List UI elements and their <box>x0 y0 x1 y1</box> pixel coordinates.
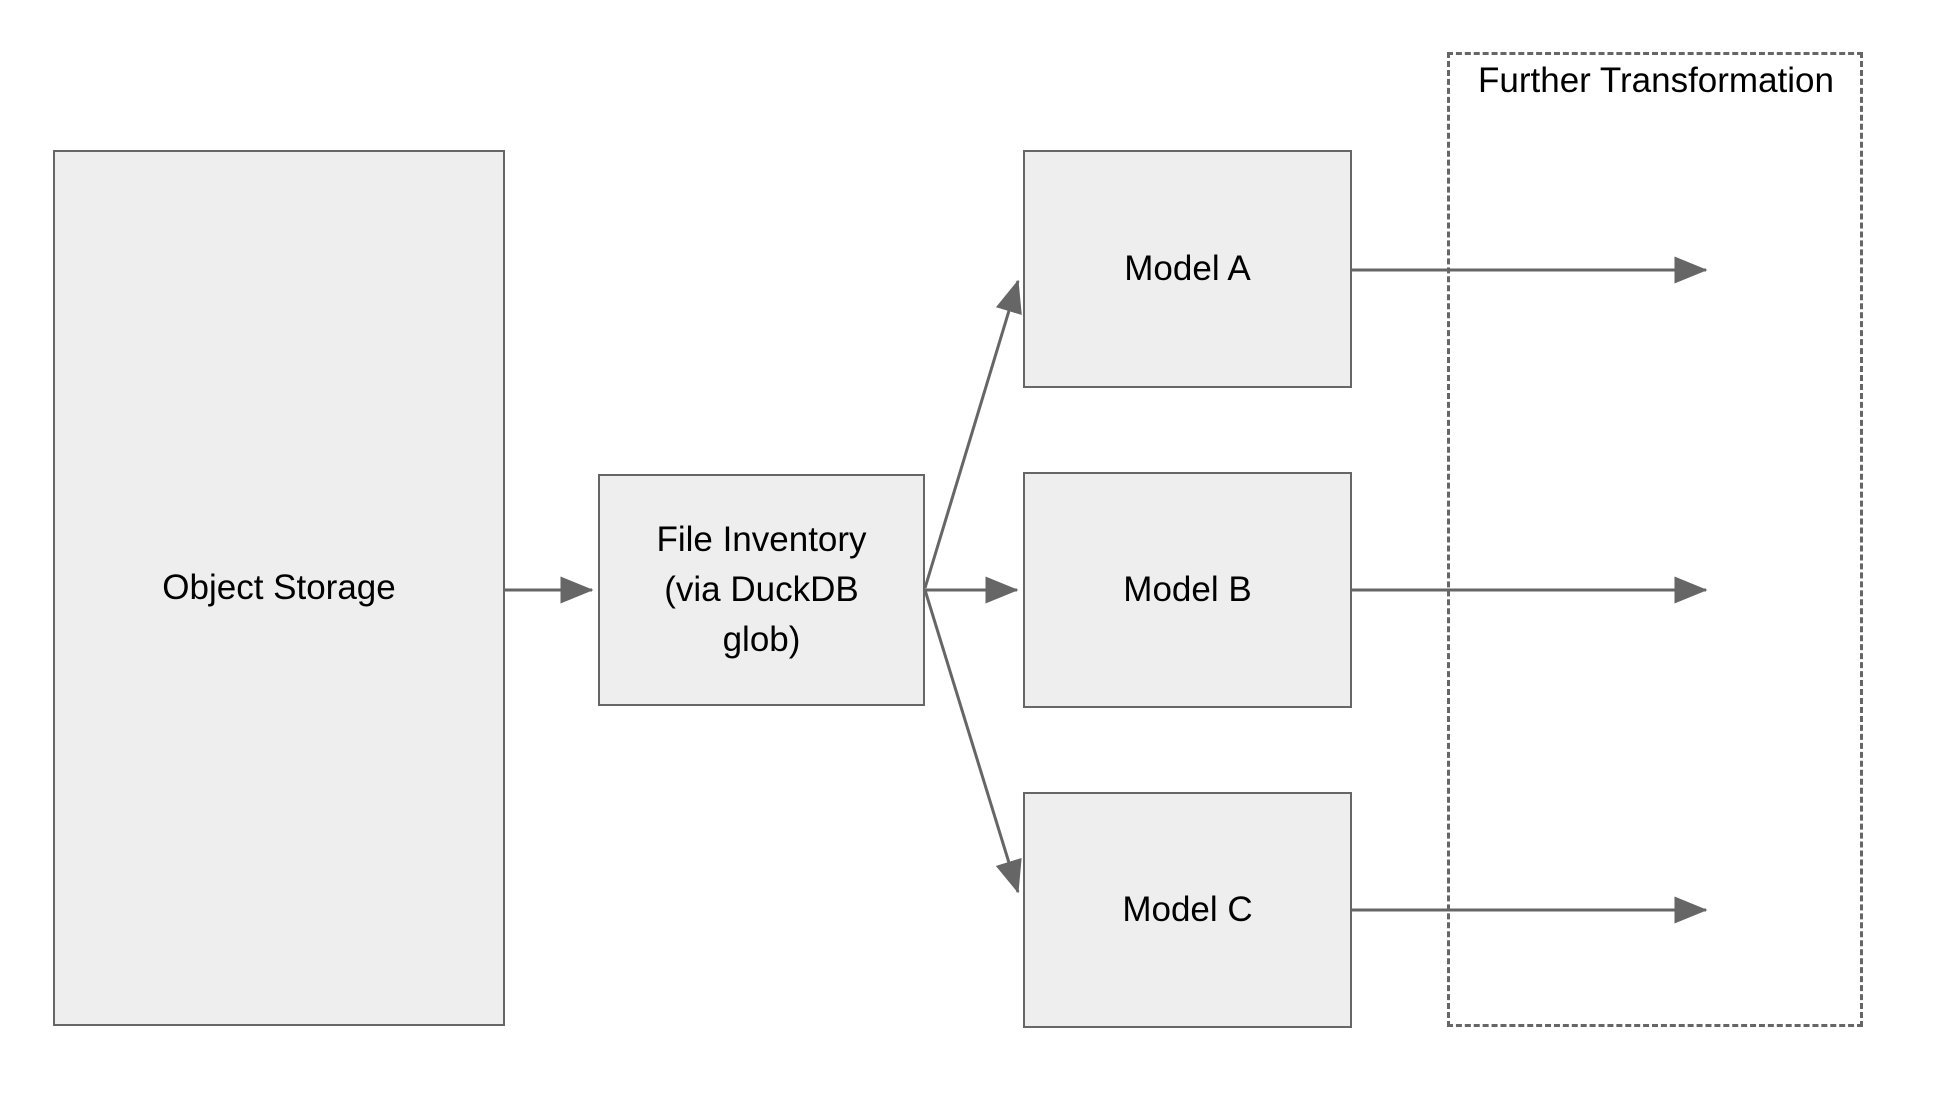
node-file-inventory-label: File Inventory (via DuckDB glob) <box>656 520 867 659</box>
group-further-transformation[interactable] <box>1447 52 1863 1027</box>
node-model-a-label: Model A <box>1124 249 1251 288</box>
edge-inventory-to-model-c <box>923 589 1022 894</box>
node-model-c[interactable]: Model C <box>1023 792 1352 1028</box>
node-object-storage[interactable]: Object Storage <box>53 150 505 1026</box>
node-model-c-label: Model C <box>1122 890 1253 929</box>
node-model-b[interactable]: Model B <box>1023 472 1352 708</box>
edge-inventory-to-model-a <box>923 279 1022 589</box>
node-object-storage-label: Object Storage <box>162 568 396 607</box>
node-model-b-label: Model B <box>1123 570 1252 609</box>
node-file-inventory[interactable]: File Inventory (via DuckDB glob) <box>598 474 925 706</box>
node-model-a[interactable]: Model A <box>1023 150 1352 388</box>
group-further-transformation-label: Further Transformation <box>1478 61 1834 100</box>
